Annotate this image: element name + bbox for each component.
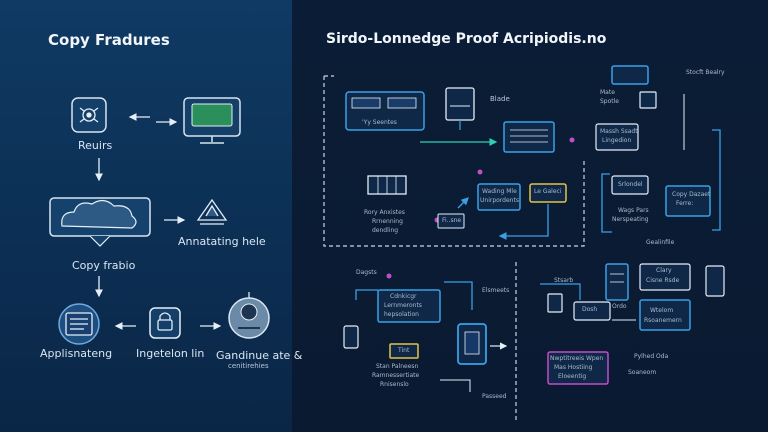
arrow-up-to-wading: [457, 197, 469, 209]
label-nwptitreeis-2: Mas Hostiing: [554, 364, 593, 371]
label-reuirs: Reuirs: [78, 139, 113, 152]
dashed-group-border: [323, 76, 585, 247]
clary-box: [639, 263, 691, 291]
left-panel-title: Copy Fradures: [48, 31, 170, 49]
le-galeci-box: [529, 183, 567, 203]
label-stsarb: Stsarb: [554, 277, 574, 284]
label-rory-2: Rrnenning: [372, 218, 403, 225]
magenta-dot: [386, 273, 392, 279]
phone-screen: [464, 331, 480, 355]
monitor-node: [183, 97, 241, 144]
label-stan-3: Rnisenslo: [380, 381, 409, 388]
label-cdnkicgr-2: Lernmeronts: [384, 302, 422, 309]
tablet-node: [705, 265, 725, 297]
bracket-left-right-col: [601, 173, 612, 233]
label-stan-2: Ramnessertiate: [372, 372, 420, 379]
bracket-right: [712, 129, 721, 231]
film-node: [367, 175, 407, 195]
label-mate-2: Spotle: [600, 98, 619, 105]
connector-elsmeets: [444, 281, 473, 310]
connector-passeed: [440, 379, 471, 392]
arrow-le-galeci-return: [498, 204, 549, 240]
label-copy-dazaet-2: Ferre:: [676, 200, 694, 207]
stocft-window: [611, 65, 649, 85]
label-gealinfile: Gealinfile: [646, 239, 675, 246]
srlondel-box: [611, 175, 649, 195]
stsarb-node: [547, 293, 563, 313]
label-srlondel: Srlondel: [618, 181, 643, 188]
label-applisnateng: Applisnateng: [40, 347, 113, 360]
ingetelon-node: [149, 307, 181, 339]
applisnateng-node: [58, 303, 100, 345]
label-annotating: Annatating hele: [178, 235, 266, 248]
label-elsmeets: Elsmeets: [482, 287, 510, 294]
cdnkicgr-box: [377, 289, 441, 323]
label-blade: Blade: [490, 95, 510, 103]
label-ordo: Ordo: [612, 303, 627, 310]
magenta-dot: [477, 169, 483, 175]
reuirs-node: [71, 97, 107, 133]
label-wtelom-2: Rsoanemern: [644, 317, 682, 324]
list-icon: [65, 312, 93, 336]
label-yy-seentes: 'Yy Seentes: [362, 119, 397, 126]
label-wading-2: Unirpordents: [480, 197, 519, 204]
label-pylhed: Pylhed Oda: [634, 353, 669, 360]
label-soaneom: Soaneom: [628, 369, 657, 376]
label-passeed: Passeed: [482, 393, 507, 400]
label-wage-2: Nerspeating: [612, 216, 649, 223]
label-fi-sne: Fi..sne: [442, 217, 462, 224]
pipeline-window-node: [345, 91, 425, 131]
right-panel-title: Sirdo-Lonnedge Proof Acripiodis.no: [326, 31, 607, 47]
label-tint: Tint: [398, 347, 410, 354]
wading-box: [477, 183, 521, 211]
wtelom-box: [639, 299, 691, 331]
copy-frabio-node: [49, 197, 151, 247]
server-node: [445, 87, 475, 130]
label-stan-1: Stan Palneesn: [376, 363, 419, 370]
label-massh-1: Massh Ssadt: [600, 128, 638, 135]
label-cdnkicgr-1: Cdnkicgr: [390, 293, 417, 300]
dosh-box: [573, 301, 611, 321]
label-rory-3: dendling: [372, 227, 399, 234]
annotating-icon: [196, 198, 228, 225]
stack-node: [503, 121, 555, 153]
tint-box: [389, 343, 419, 359]
label-cdnkicgr-3: hepsolation: [384, 311, 419, 318]
label-wtelom-1: Wtelom: [650, 307, 674, 314]
label-nwptitreeis-1: Nwptitreeis Wpen: [550, 355, 604, 362]
label-wage-1: Wags Pars: [618, 207, 649, 214]
label-wading-1: Wading Mle: [482, 188, 517, 195]
connector-dagste: [355, 289, 378, 300]
label-gandinue-line2: cenitirehies: [228, 362, 269, 370]
label-copy-dazaet-1: Copy Dazaet: [672, 191, 711, 198]
label-ingetelon: Ingetelon lin: [136, 347, 205, 360]
label-stocft: Stocft Bealry: [686, 69, 725, 76]
gandinue-node: [228, 292, 270, 339]
nwptitreeis-box: [547, 351, 609, 385]
label-clary-2: Cisne Rsde: [646, 277, 680, 284]
label-nwptitreeis-3: Eloeentig: [558, 373, 587, 380]
label-dagste: Dagsts: [356, 269, 377, 276]
bug-icon: [79, 107, 99, 123]
label-clary-1: Clary: [656, 267, 672, 274]
label-copy-frabio: Copy frabio: [72, 259, 136, 272]
fi-sne-box: [437, 213, 465, 229]
massh-box: [595, 123, 639, 151]
magenta-dot: [569, 137, 575, 143]
label-rory-1: Rory Anxistes: [364, 209, 405, 216]
label-mate-1: Mate: [600, 89, 615, 96]
mate-icon-box: [639, 91, 657, 109]
lock-icon: [157, 312, 173, 331]
copy-dazaet-box: [665, 185, 711, 217]
label-le-galeci: Le Galeci: [534, 188, 562, 195]
left-device-node: [343, 325, 359, 349]
label-gandinue-line1: Gandinue ate &: [216, 349, 303, 362]
label-massh-2: Lingedion: [602, 137, 632, 144]
connector-lower-right: [540, 283, 581, 300]
label-dosh: Dosh: [582, 306, 598, 313]
